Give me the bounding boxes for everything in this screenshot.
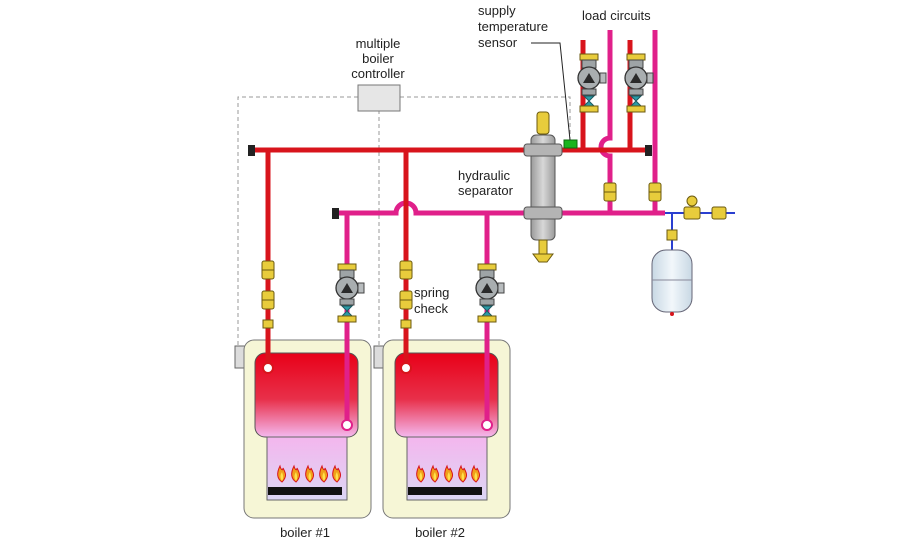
sensor-label-line1: supply: [478, 3, 516, 18]
hydraulic-separator: [523, 111, 563, 263]
sensor-label-line3: sensor: [478, 35, 518, 50]
makeup-shutoff-valve: [711, 206, 727, 220]
boiler-2-supply-port: [400, 362, 412, 374]
sensor-label-line2: temperature: [478, 19, 548, 34]
boiler-1-return-port: [341, 419, 353, 431]
boiler-1-supply-port: [262, 362, 274, 374]
supply-temperature-sensor: [563, 139, 578, 149]
boiler-2-return-port: [481, 419, 493, 431]
boiler-1-label: boiler #1: [280, 525, 330, 540]
tank-valve: [666, 229, 678, 241]
supply-header-cap-right: [645, 145, 652, 156]
control-wiring: [237, 96, 571, 348]
spring-check-label-line2: check: [414, 301, 448, 316]
load-return-valve-1: [603, 182, 617, 202]
boiler-2-spring-check: [399, 290, 413, 310]
sensor-leader-line: [531, 42, 571, 141]
spring-check-label-line1: spring: [414, 285, 449, 300]
boiler-2-label: boiler #2: [415, 525, 465, 540]
boiler-2-union: [400, 319, 412, 329]
boiler-1-isolation-valve: [261, 260, 275, 280]
return-header-cap-left: [332, 208, 339, 219]
load-circuits-label: load circuits: [582, 8, 651, 23]
separator-label-line2: separator: [458, 183, 514, 198]
boiler-2-circulator: [475, 263, 505, 323]
multiple-boiler-controller: [357, 84, 401, 112]
controller-label-line1: multiple: [356, 36, 401, 51]
supply-header-cap-left: [248, 145, 255, 156]
load-return-valve-2: [648, 182, 662, 202]
pressure-reducing-valve: [683, 195, 701, 220]
boiler-1-spring-check: [261, 290, 275, 310]
controller-label-line3: controller: [351, 66, 405, 81]
separator-label-line1: hydraulic: [458, 168, 511, 183]
boiler-1-union: [262, 319, 274, 329]
boiler-1-circulator: [335, 263, 365, 323]
boiler-2-isolation-valve: [399, 260, 413, 280]
controller-label-line2: boiler: [362, 51, 394, 66]
expansion-tank: [651, 249, 693, 316]
